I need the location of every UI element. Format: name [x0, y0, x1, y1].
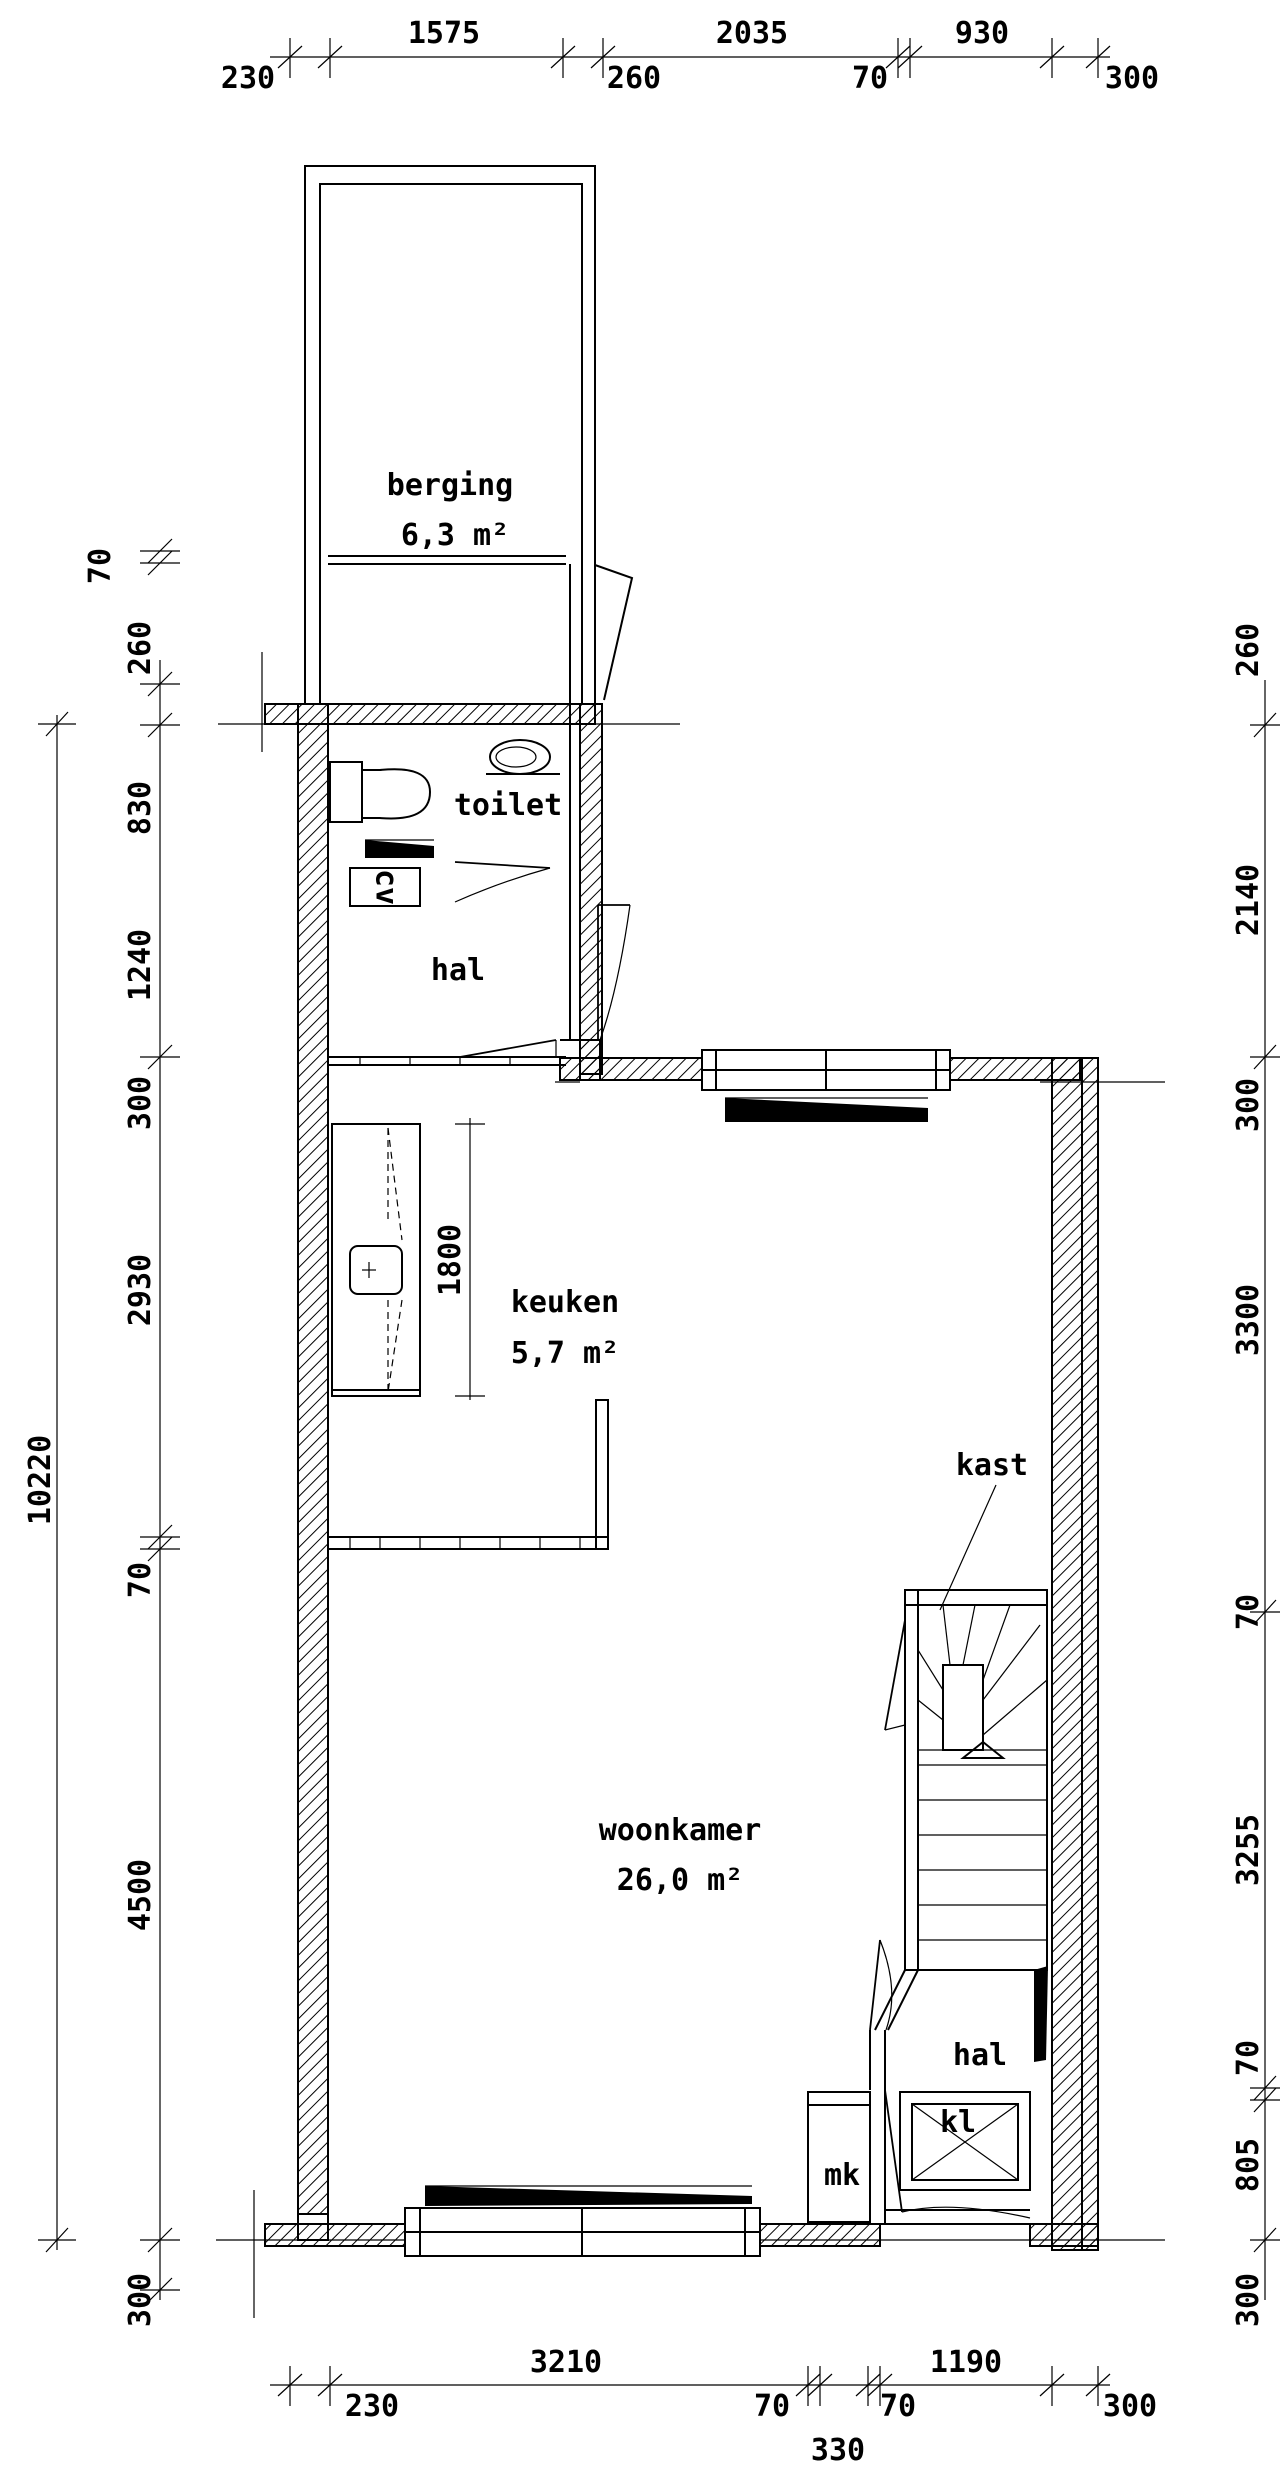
dim-left-260: 260: [123, 621, 158, 675]
dim-right-805: 805: [1231, 2138, 1266, 2192]
dim-left-4500: 4500: [123, 1859, 158, 1931]
dim-bottom-1190: 1190: [930, 2345, 1002, 2380]
label-mk: mk: [824, 2158, 860, 2193]
staircase: [869, 1484, 1048, 2090]
dim-right-300b: 300: [1231, 2273, 1266, 2327]
dim-left-70: 70: [83, 548, 118, 584]
dim-bottom-70b: 70: [880, 2389, 916, 2424]
dim-bottom-300: 300: [1103, 2389, 1157, 2424]
area-woonkamer: 26,0 m²: [617, 1863, 743, 1898]
dim-right-300a: 300: [1231, 1078, 1266, 1132]
dim-bottom-230: 230: [345, 2389, 399, 2424]
dim-left-2930: 2930: [123, 1254, 158, 1326]
dim-bottom-330: 330: [811, 2433, 865, 2468]
label-hal-upper: hal: [431, 953, 485, 988]
toilet-fixtures: [329, 739, 928, 1122]
label-cv: cv: [369, 869, 404, 905]
dim-left-300a: 300: [123, 1076, 158, 1130]
area-keuken: 5,7 m²: [511, 1336, 619, 1371]
label-keuken: keuken: [511, 1285, 619, 1320]
outer-walls: [264, 703, 1099, 2257]
dim-left-total: 10220: [23, 1435, 58, 1525]
dim-right-70a: 70: [1231, 1594, 1266, 1630]
dim-top-2035: 2035: [716, 16, 788, 51]
dim-left-70b: 70: [123, 1562, 158, 1598]
dim-right-3300: 3300: [1231, 1284, 1266, 1356]
interior-walls: [328, 555, 609, 1550]
label-hal-lower: hal: [953, 2038, 1007, 2073]
dim-counter-1800: 1800: [433, 1224, 468, 1296]
label-kl: kl: [940, 2105, 976, 2140]
dim-top-1575: 1575: [408, 16, 480, 51]
dim-top-70: 70: [852, 61, 888, 96]
dim-bottom-70a: 70: [754, 2389, 790, 2424]
dim-right-260: 260: [1231, 623, 1266, 677]
dim-top-230: 230: [221, 61, 275, 96]
label-kast: kast: [956, 1448, 1028, 1483]
label-woonkamer: woonkamer: [599, 1813, 762, 1848]
dim-right-2140: 2140: [1231, 864, 1266, 936]
entrance-hall: [425, 1966, 1048, 2224]
dim-left-830: 830: [123, 781, 158, 835]
berging-shed: [304, 165, 634, 705]
label-toilet: toilet: [454, 788, 562, 823]
dim-top-300: 300: [1105, 61, 1159, 96]
label-berging: berging: [387, 468, 513, 503]
dim-left-1240: 1240: [123, 929, 158, 1001]
kitchen-counter: [331, 1123, 421, 1397]
dim-right-3255: 3255: [1231, 1814, 1266, 1886]
dim-left-300b: 300: [123, 2273, 158, 2327]
dim-top-260: 260: [607, 61, 661, 96]
dim-right-70b: 70: [1231, 2040, 1266, 2076]
area-berging: 6,3 m²: [401, 518, 509, 553]
dim-top-930: 930: [955, 16, 1009, 51]
dim-bottom-3210: 3210: [530, 2345, 602, 2380]
